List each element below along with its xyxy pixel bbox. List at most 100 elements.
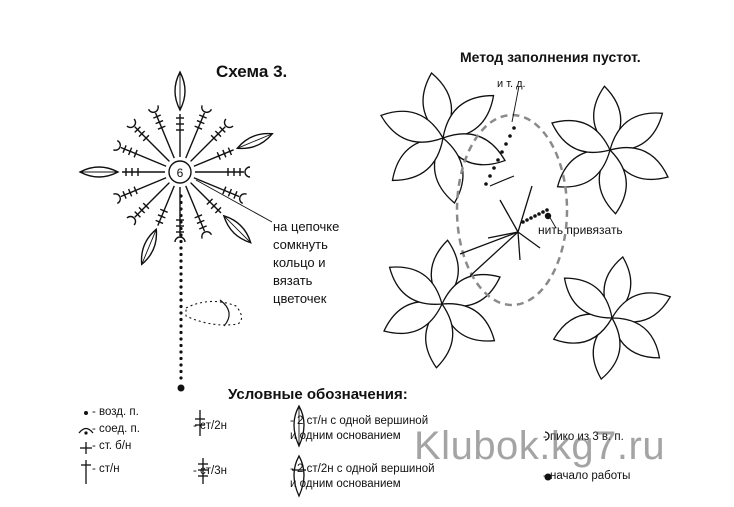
chain-dot bbox=[179, 272, 183, 276]
chain-dot bbox=[179, 350, 183, 354]
chain-dot bbox=[179, 278, 183, 283]
picot-arc bbox=[126, 215, 137, 226]
chain-dot bbox=[179, 363, 183, 367]
stitch-bar bbox=[216, 151, 221, 160]
picot-arc bbox=[174, 236, 186, 243]
chain-dot bbox=[179, 259, 183, 263]
stitch-bar bbox=[196, 119, 205, 125]
picot-arc bbox=[239, 193, 247, 205]
chain-dot bbox=[529, 216, 533, 220]
petal-cluster bbox=[222, 214, 252, 244]
picot-arc bbox=[223, 118, 234, 129]
chain-dot bbox=[492, 166, 496, 170]
tr-stitch bbox=[154, 112, 175, 159]
slip-stitch-dot bbox=[84, 431, 88, 435]
picot-arc bbox=[244, 166, 251, 178]
legend-cluster-dc-line: - 2 ст/н с одной вершиной bbox=[290, 415, 429, 427]
tr-stitch bbox=[134, 182, 170, 218]
stitch-bar bbox=[222, 149, 227, 158]
chain-dot bbox=[508, 134, 512, 138]
chain-dot bbox=[179, 207, 183, 211]
legend-tr-label: - ст/2н bbox=[193, 420, 227, 432]
tr-stitch bbox=[157, 185, 175, 226]
tr-stitch bbox=[193, 149, 234, 167]
tr-stitch bbox=[190, 182, 222, 214]
chain-dot bbox=[179, 252, 183, 257]
legend-cluster-dc-line: и одним основанием bbox=[290, 430, 401, 442]
stitch-bar bbox=[127, 188, 133, 197]
stitch-bar bbox=[155, 219, 164, 225]
chain-dot bbox=[533, 214, 537, 218]
center-ring bbox=[168, 160, 192, 184]
chain-dot bbox=[179, 298, 183, 302]
flower-petal bbox=[388, 266, 443, 305]
legend-dtr-label: - ст/3н bbox=[193, 465, 227, 477]
legend-cluster-dc: - 2 ст/н с одной вершиной и одним основа… bbox=[290, 414, 428, 444]
stitch-bar bbox=[127, 147, 133, 156]
stitch-bar bbox=[159, 208, 168, 213]
filling-flowers bbox=[380, 72, 672, 381]
stitch-bar bbox=[142, 134, 150, 142]
tr-stitch bbox=[185, 185, 206, 232]
join-stitch bbox=[487, 231, 519, 239]
tr-stitch bbox=[120, 146, 167, 167]
dashed-circle bbox=[455, 113, 569, 307]
chain-dot bbox=[179, 317, 183, 322]
picot-arc bbox=[113, 193, 121, 205]
join-arc bbox=[489, 175, 515, 187]
watermark: Klubok.kg7.ru bbox=[414, 424, 666, 468]
stitch-bar bbox=[206, 198, 214, 206]
flower-top-right bbox=[551, 85, 669, 215]
note-line: кольцо и bbox=[273, 255, 326, 270]
picot-arc bbox=[201, 231, 213, 239]
ring-note: на цепочке сомкнуть кольцо и вязать цвет… bbox=[273, 218, 339, 308]
note-line: сомкнуть bbox=[273, 237, 328, 252]
etc-pointer-line bbox=[511, 85, 520, 123]
stitch-bar bbox=[194, 214, 203, 219]
tr-stitch bbox=[120, 177, 167, 198]
chain-dot bbox=[179, 239, 183, 244]
center-ring-label: 6 bbox=[177, 166, 184, 180]
tie-yarn-label: нить привязать bbox=[538, 223, 623, 237]
legend-symbols bbox=[78, 404, 552, 498]
tr-stitch bbox=[134, 126, 170, 162]
chain-symbol bbox=[84, 411, 88, 415]
stitch-bar bbox=[210, 134, 218, 142]
cluster-tr-symbol bbox=[293, 454, 305, 498]
chain-dot bbox=[179, 265, 183, 270]
picot-arc bbox=[126, 118, 137, 129]
chain-dot bbox=[484, 182, 488, 186]
method-title: Метод заполнения пустот. bbox=[460, 49, 641, 65]
chain-dot bbox=[179, 213, 183, 218]
chain-dot bbox=[179, 226, 183, 231]
tr-stitch bbox=[190, 126, 226, 162]
chain-dot bbox=[545, 208, 549, 212]
stitch-bar bbox=[122, 145, 127, 154]
chain-dot bbox=[521, 220, 525, 224]
legend-picot-label: - пико из 3 в. п. bbox=[543, 431, 624, 443]
chain-dot bbox=[537, 212, 541, 216]
flower-scheme: 6 bbox=[78, 70, 274, 266]
stitch-bar bbox=[153, 114, 162, 119]
start-symbol bbox=[544, 473, 552, 481]
stitch-bar bbox=[142, 202, 150, 210]
note-line: вязать bbox=[273, 273, 313, 288]
stitch-bar bbox=[134, 211, 141, 218]
joining-stitches bbox=[459, 126, 552, 277]
stitch-bar bbox=[196, 219, 205, 225]
picot-arc bbox=[201, 105, 213, 113]
stitch-bar bbox=[157, 214, 166, 219]
chain-dot bbox=[500, 150, 504, 154]
chain-dot bbox=[179, 311, 183, 315]
chain-dot bbox=[179, 369, 183, 374]
chain-dot bbox=[179, 376, 183, 380]
flower-petal bbox=[380, 110, 444, 143]
leaf-slip-stitch bbox=[219, 299, 230, 327]
join-stitch bbox=[517, 185, 533, 233]
flower-bottom-right bbox=[552, 255, 672, 381]
chain-dot bbox=[512, 126, 516, 130]
legend-cluster-tr: - 2 ст/2н с одной вершиной и одним основ… bbox=[290, 462, 435, 492]
join-stitch bbox=[517, 231, 541, 249]
flower-petal bbox=[563, 277, 613, 319]
